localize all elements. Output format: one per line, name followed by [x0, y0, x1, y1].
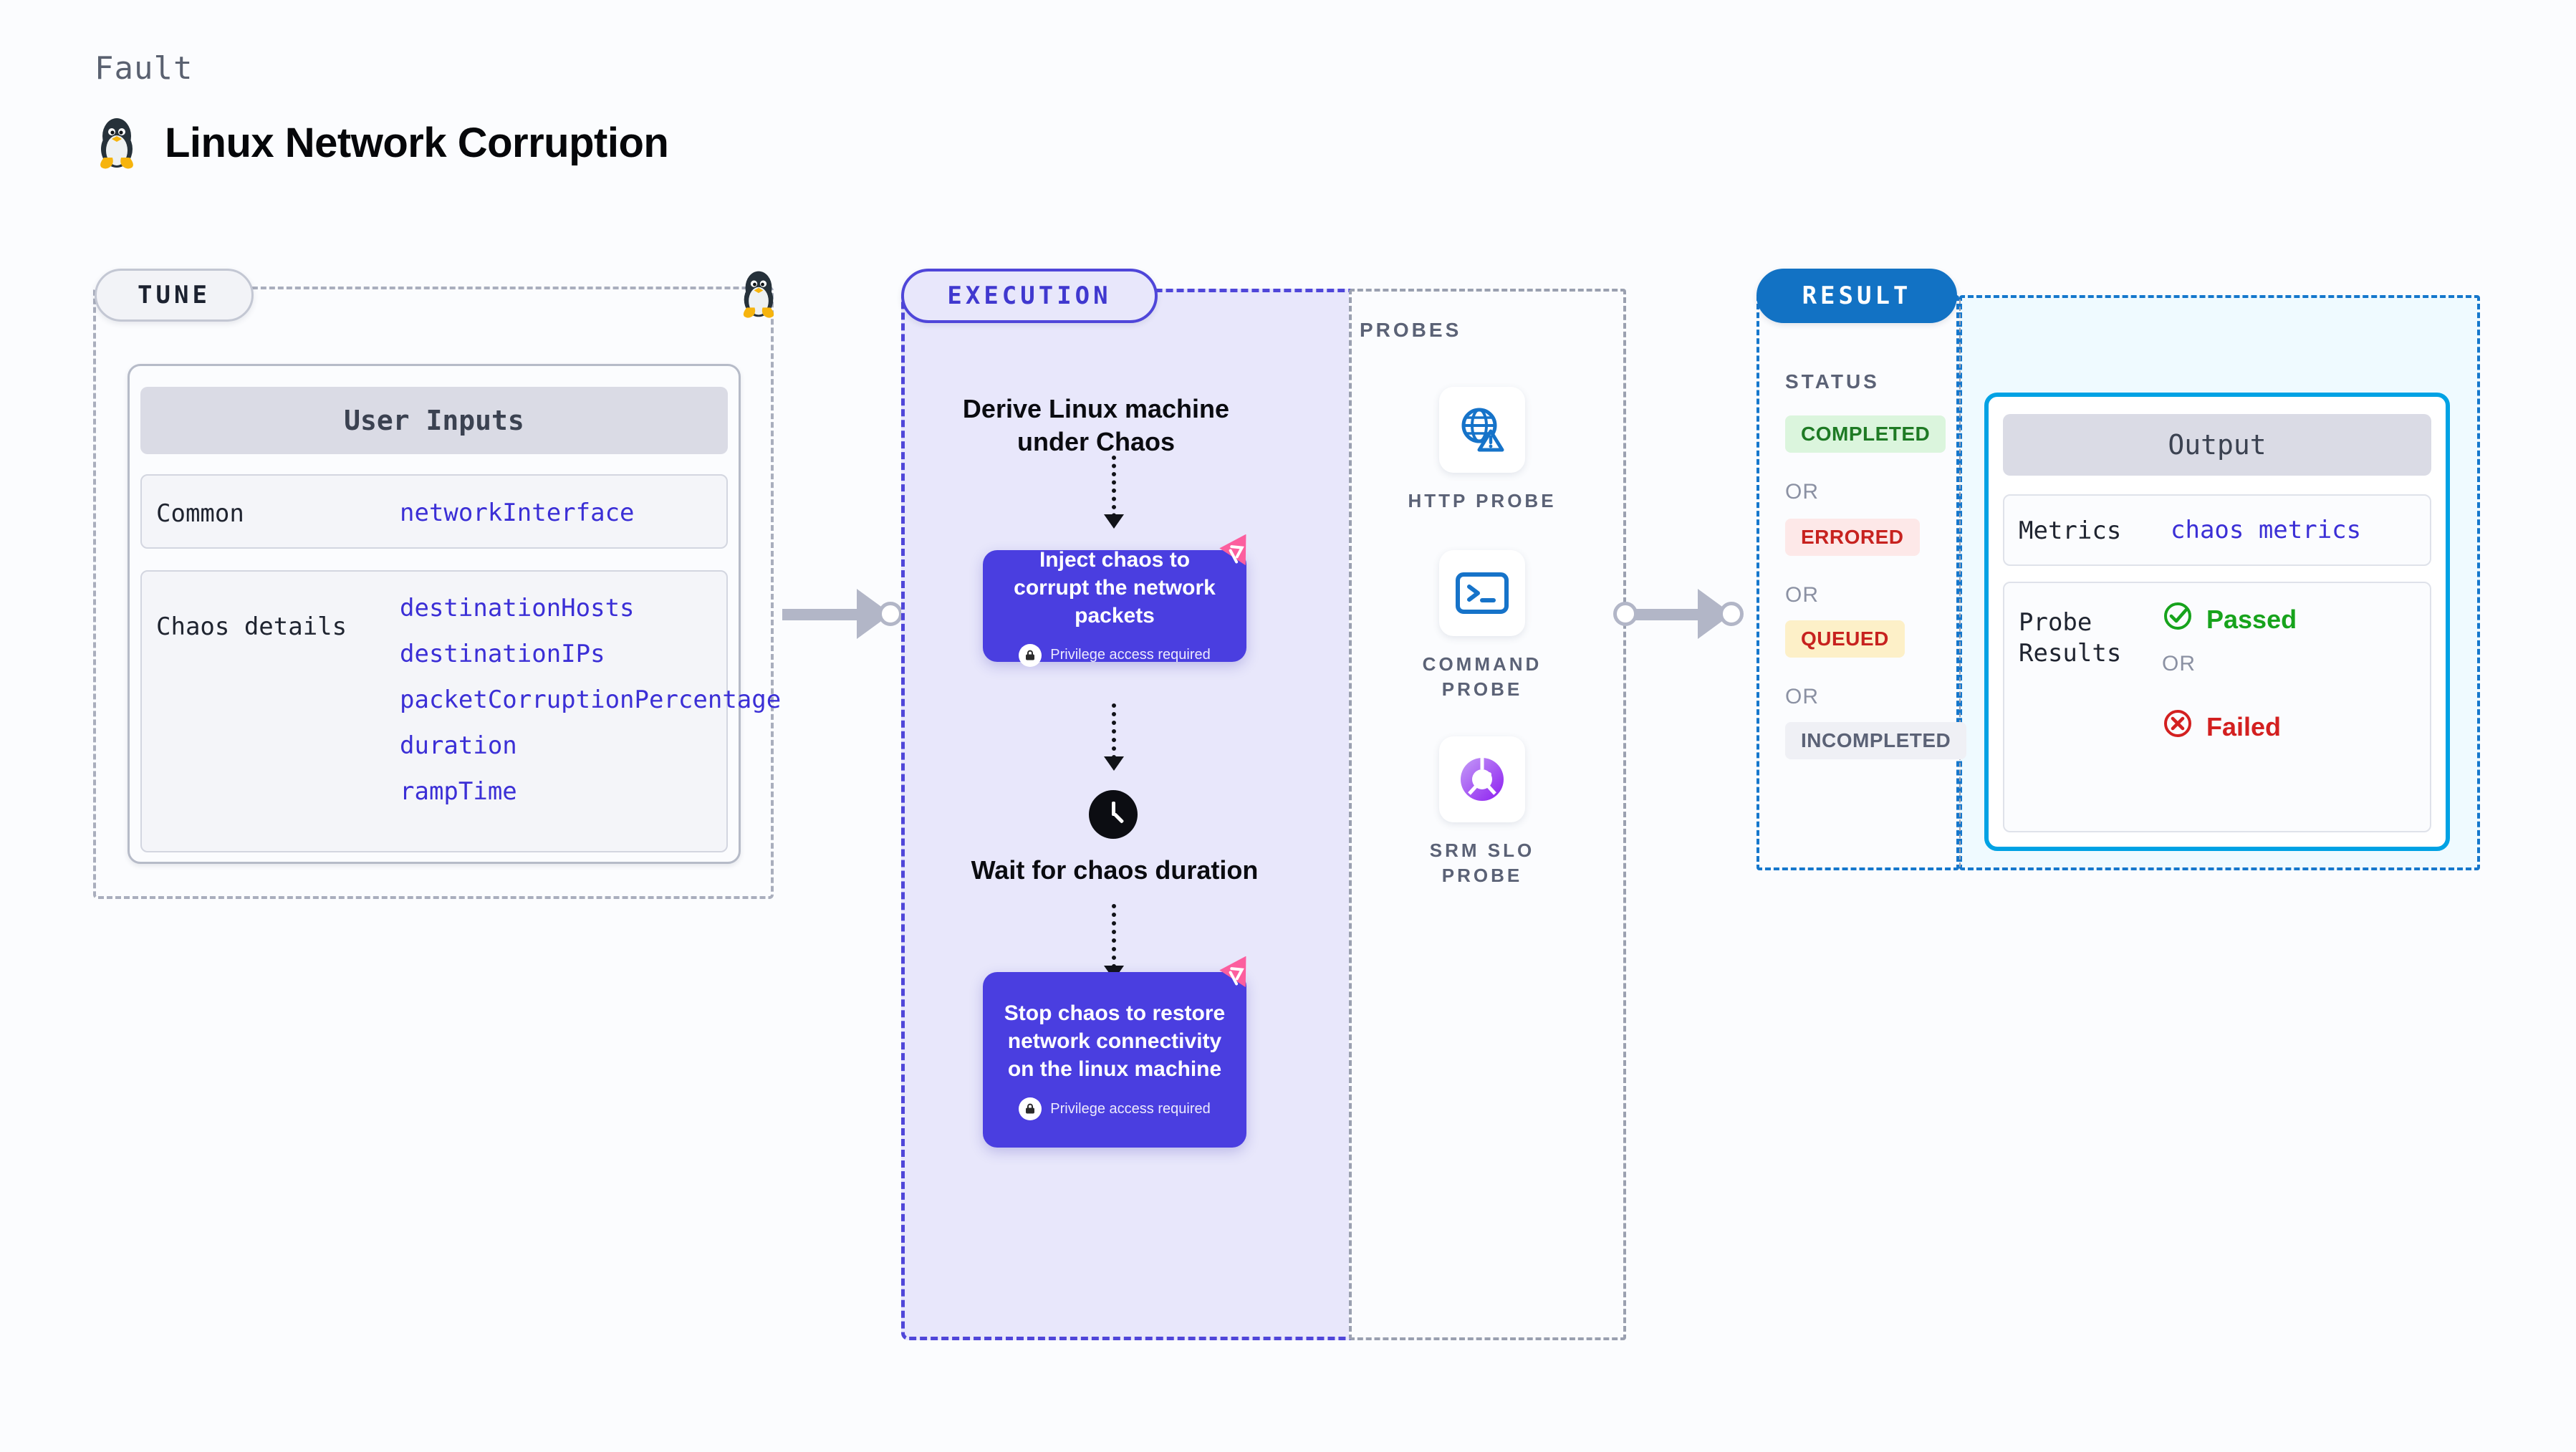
status-or-1: OR — [1785, 480, 1819, 504]
status-or-3: OR — [1785, 685, 1819, 708]
clock-icon — [1089, 790, 1138, 839]
tune-row-chaos-details — [140, 570, 728, 852]
lock-icon — [1019, 1097, 1042, 1120]
wait-duration-step: Wait for chaos duration — [971, 855, 1259, 885]
lock-icon — [1019, 643, 1042, 667]
result-panel-divider — [1959, 299, 1961, 867]
page-title: Linux Network Corruption — [165, 119, 669, 166]
inject-privilege-note: Privilege access required — [1019, 643, 1211, 667]
circle-x-icon — [2162, 708, 2193, 746]
eyebrow-label: Fault — [95, 50, 193, 87]
output-metrics-value[interactable]: chaos metrics — [2171, 516, 2362, 544]
probe-http[interactable]: HTTP PROBE — [1396, 387, 1568, 514]
circle-check-icon — [2162, 600, 2193, 638]
param-network-interface[interactable]: networkInterface — [400, 499, 635, 527]
stop-privilege-text: Privilege access required — [1050, 1100, 1211, 1117]
stop-chaos-title: Stop chaos to restore network connectivi… — [1004, 1001, 1226, 1081]
param-duration[interactable]: duration — [400, 731, 517, 761]
status-or-2: OR — [1785, 583, 1819, 607]
stop-chaos-card[interactable]: Stop chaos to restore network connectivi… — [983, 956, 1246, 1148]
probe-command-label: COMMAND PROBE — [1422, 653, 1542, 701]
status-badge-completed: COMPLETED — [1785, 415, 1946, 453]
probe-result-passed: Passed — [2162, 600, 2297, 638]
tune-row-common — [140, 474, 728, 549]
param-packet-corruption-percentage[interactable]: packetCorruptionPercentage — [400, 686, 782, 715]
output-metrics-label: Metrics — [2019, 516, 2122, 545]
terminal-icon — [1439, 550, 1525, 636]
output-probe-label: Probe Results — [2019, 608, 2122, 668]
arrow-wait-to-stop — [1104, 904, 1124, 980]
status-title: STATUS — [1785, 370, 1880, 393]
inject-chaos-title: Inject chaos to corrupt the network pack… — [1014, 547, 1216, 628]
tune-stage-badge[interactable]: TUNE — [95, 269, 254, 322]
result-stage-badge[interactable]: RESULT — [1756, 269, 1957, 323]
probe-command[interactable]: COMMAND PROBE — [1396, 550, 1568, 703]
param-destination-ips[interactable]: destinationIPs — [400, 640, 605, 669]
probe-srm-slo[interactable]: SRM SLO PROBE — [1396, 736, 1568, 889]
linux-penguin-icon — [95, 115, 139, 170]
output-row-probe-results — [2003, 582, 2431, 832]
slo-donut-check-icon — [1439, 736, 1525, 822]
chaos-flag-icon — [1219, 956, 1246, 988]
user-inputs-title: User Inputs — [140, 387, 728, 454]
globe-warning-icon — [1439, 387, 1525, 473]
probe-srm-slo-label: SRM SLO PROBE — [1429, 840, 1535, 887]
probe-http-label: HTTP PROBE — [1408, 490, 1557, 511]
execution-stage-badge[interactable]: EXECUTION — [901, 269, 1158, 323]
result-status-panel — [1756, 295, 1959, 870]
tune-linux-penguin-icon — [738, 268, 779, 323]
output-row-metrics — [2003, 494, 2431, 566]
arrow-derive-to-inject — [1104, 456, 1124, 529]
probe-result-or: OR — [2162, 652, 2196, 675]
probe-result-passed-label: Passed — [2206, 604, 2297, 634]
status-badge-queued: QUEUED — [1785, 620, 1905, 658]
inject-chaos-card[interactable]: Inject chaos to corrupt the network pack… — [983, 534, 1246, 667]
param-destination-hosts[interactable]: destinationHosts — [400, 594, 635, 622]
status-badge-errored: ERRORED — [1785, 519, 1920, 556]
probes-title: PROBES — [1360, 319, 1462, 341]
arrow-inject-to-wait — [1104, 703, 1124, 771]
output-title: Output — [2003, 414, 2431, 476]
probe-result-failed: Failed — [2162, 708, 2281, 746]
page-title-row: Linux Network Corruption — [95, 115, 669, 170]
stop-privilege-note: Privilege access required — [1019, 1097, 1211, 1120]
chaos-param-list: destinationHosts destinationIPs packetCo… — [400, 594, 782, 824]
chaos-flag-icon — [1219, 534, 1246, 566]
status-badge-incompleted: INCOMPLETED — [1785, 722, 1967, 759]
tune-row-chaos-label: Chaos details — [156, 612, 347, 641]
connector-tune-to-execution — [772, 589, 913, 639]
param-ramp-time[interactable]: rampTime — [400, 777, 517, 807]
inject-privilege-text: Privilege access required — [1050, 647, 1211, 663]
tune-row-common-label: Common — [156, 499, 244, 528]
connector-execution-to-result — [1613, 589, 1754, 639]
probe-result-failed-label: Failed — [2206, 711, 2282, 741]
derive-machine-step: Derive Linux machine under Chaos — [962, 394, 1230, 457]
